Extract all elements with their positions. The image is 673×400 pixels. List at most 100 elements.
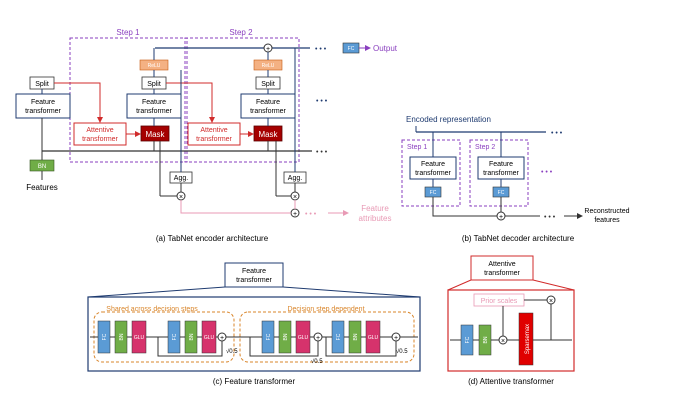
att1-l1: Attentive <box>86 127 113 134</box>
at-mult-1-label: × <box>501 338 505 345</box>
sum-3-label: + <box>394 335 398 342</box>
encoded-rep-label: Encoded representation <box>406 115 491 124</box>
att2-l1: Attentive <box>200 127 227 134</box>
dec-step2-label: Step 2 <box>475 144 495 151</box>
ft-zoom-left <box>87 286 226 298</box>
at-title-l2: transformer <box>484 270 520 277</box>
at-fc-label: FC <box>465 336 471 343</box>
output-fc-label: FC <box>348 46 355 52</box>
encoder-diagram: Step 1 Step 2 + • • • FC Output ReLU ReL… <box>15 28 398 243</box>
bus-ellipsis: • • • <box>316 149 328 156</box>
at-bn-label: BN <box>483 336 489 343</box>
ft-caption: (c) Feature transformer <box>213 377 296 386</box>
output-label: Output <box>373 44 398 53</box>
mask-label-2: Mask <box>258 130 278 139</box>
sqrt-1: √0.5 <box>226 348 238 355</box>
decoder-diagram: Encoded representation • • • Step 1 Step… <box>401 115 630 243</box>
mask-box-1 <box>140 125 170 142</box>
ft-block-1: FC BN GLU <box>97 320 147 354</box>
decoder-caption: (b) TabNet decoder architecture <box>462 234 575 243</box>
fc-label-3: FC <box>266 333 272 340</box>
dependent-label: Decision step dependent <box>287 306 364 313</box>
at-zoom-left <box>447 279 472 291</box>
dec-step2-box <box>469 139 529 207</box>
ft-block-4: FC BN GLU <box>331 320 381 354</box>
dec-step1-box <box>401 139 461 207</box>
sqrt-2: √0.5 <box>311 358 323 365</box>
dec-step-ellipsis: • • • <box>541 169 553 176</box>
fc-label-1: FC <box>102 333 108 340</box>
mask-label-1: Mask <box>145 130 165 139</box>
shared-label: Shared across decision steps <box>106 306 198 313</box>
bn-label-4: BN <box>353 333 359 340</box>
bn-label-3: BN <box>283 333 289 340</box>
ft2-l2: transformer <box>250 108 286 115</box>
ft-block-2: FC BN GLU <box>167 320 217 354</box>
ft1-l1: Feature <box>142 99 166 106</box>
fc-label-4: FC <box>336 333 342 340</box>
mult1-to-attrsum <box>180 200 291 214</box>
sum-1-label: + <box>220 335 224 342</box>
output-plus: + <box>266 46 270 53</box>
ft-ellipsis: • • • <box>316 98 328 105</box>
reconstructed-l2: features <box>594 217 620 224</box>
split-label-2: Split <box>261 81 275 88</box>
ft-box-1 <box>126 93 182 119</box>
dec-fc2-label: FC <box>498 190 505 196</box>
ft-title-l2: transformer <box>236 277 272 284</box>
attr-label-l1: Feature <box>361 204 389 213</box>
encoder-caption: (a) TabNet encoder architecture <box>156 234 269 243</box>
feature-transformer-diagram: Feature transformer Shared across decisi… <box>87 262 421 386</box>
step2-label: Step 2 <box>229 28 253 37</box>
glu-label-3: GLU <box>298 335 309 341</box>
ft-zoom-right <box>282 286 421 298</box>
ft1-l2: transformer <box>136 108 172 115</box>
ft-box-0 <box>15 93 71 119</box>
ft-detail-box <box>87 296 421 372</box>
agg-label-1: Agg. <box>174 175 188 182</box>
prior-scales-label: Prior scales <box>481 298 518 305</box>
attentive-transformer-diagram: Attentive transformer Prior scales FC BN… <box>447 255 575 386</box>
dec-ft2-l1: Feature <box>489 161 513 168</box>
agg-label-2: Agg. <box>288 175 302 182</box>
skip-1 <box>157 337 223 357</box>
bn-label-1: BN <box>119 333 125 340</box>
sqrt-3: √0.5 <box>396 348 408 355</box>
ft2-l1: Feature <box>256 99 280 106</box>
fc-label-2: FC <box>172 333 178 340</box>
relu-label-1: ReLU <box>148 63 161 69</box>
relu-label-2: ReLU <box>262 63 275 69</box>
step1-label: Step 1 <box>116 28 140 37</box>
skip-2 <box>249 337 319 357</box>
at-zoom-right <box>532 279 575 291</box>
mult-1-label: × <box>179 194 183 201</box>
attr-ellipsis: • • • <box>305 211 317 218</box>
reconstructed-l1: Reconstructed <box>584 208 629 215</box>
at-title-box <box>470 255 534 281</box>
skip-3 <box>325 337 397 357</box>
sparsemax-label: Sparsemax <box>525 324 531 354</box>
attr-label-l2: attributes <box>359 214 392 223</box>
mult-2-label: × <box>293 194 297 201</box>
ft0-l1: Feature <box>31 99 55 106</box>
at-title-l1: Attentive <box>488 261 515 268</box>
attr-sum-label: + <box>293 211 297 218</box>
dec-ft2-l2: transformer <box>483 170 519 177</box>
sparsemax-box <box>518 312 534 366</box>
ft-title-box <box>224 262 284 288</box>
bn-label-input: BN <box>38 164 46 170</box>
decoder-bus-ellipsis: • • • <box>551 130 563 137</box>
glu-label-4: GLU <box>368 335 379 341</box>
glu-label-2: GLU <box>204 335 215 341</box>
split-label-0: Split <box>35 81 49 88</box>
dec-out-ellipsis: • • • <box>544 214 556 221</box>
at-detail-box <box>447 289 575 372</box>
dec-sum-label: + <box>499 214 503 221</box>
dec1-to-sum <box>432 197 497 217</box>
at-mult-2-label: × <box>549 298 553 305</box>
ft-title-l1: Feature <box>242 268 266 275</box>
features-label: Features <box>26 183 58 192</box>
ft0-l2: transformer <box>25 108 61 115</box>
